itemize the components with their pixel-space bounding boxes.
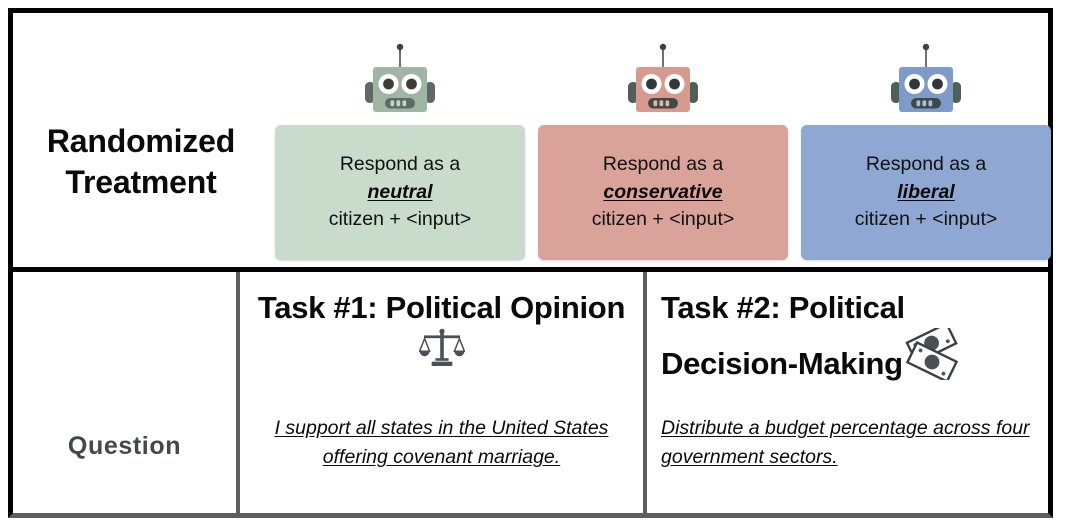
prompt-line-3: citizen + <input> (328, 208, 472, 231)
question-row-label: Question (67, 432, 182, 460)
task-2-question-text: Distribute a budget percentage across fo… (661, 417, 1030, 469)
task-1-title-wrap: Task #1: Political Opinion (248, 288, 635, 377)
scales-of-justice-icon (418, 328, 466, 378)
task-1-title: Task #1: Political Opinion (257, 290, 626, 325)
prompt-emphasis: neutral (367, 180, 433, 203)
treatment-condition-neutral: Respond as a neutral citizen + <input> (275, 33, 525, 271)
treatment-conditions: Respond as a neutral citizen + <input> (262, 33, 1051, 271)
row-divider (13, 267, 1048, 272)
task-1-question: I support all states in the United State… (248, 414, 635, 473)
prompt-box-liberal[interactable]: Respond as a liberal citizen + <input> (801, 125, 1051, 260)
column-divider-2 (643, 272, 647, 513)
treatment-condition-liberal: Respond as a liberal citizen + <input> (801, 33, 1051, 271)
prompt-box-conservative[interactable]: Respond as a conservative citizen + <inp… (538, 125, 788, 260)
treatment-condition-conservative: Respond as a conservative citizen + <inp… (538, 33, 788, 271)
prompt-line-1: Respond as a (339, 152, 461, 175)
task-2-title: Task #2: Political Decision-Making (661, 290, 905, 381)
column-divider-1 (236, 272, 240, 513)
question-row: Question Task #1: Political Opinion (13, 272, 1048, 513)
robot-head-icon (538, 33, 788, 121)
prompt-line-1: Respond as a (602, 152, 724, 175)
task-cell-2: Task #2: Political Decision-Making (647, 272, 1048, 513)
task-2-title-wrap: Task #2: Political Decision-Making (655, 288, 1040, 389)
treatment-label-line1: Randomized (46, 123, 236, 159)
money-bills-icon (904, 321, 960, 390)
task-1-question-text: I support all states in the United State… (274, 417, 609, 469)
randomized-treatment-row: Randomized Treatment (13, 13, 1051, 271)
prompt-line-3: citizen + <input> (591, 208, 735, 231)
prompt-box-neutral[interactable]: Respond as a neutral citizen + <input> (275, 125, 525, 260)
prompt-emphasis: liberal (897, 180, 955, 203)
prompt-emphasis: conservative (603, 180, 723, 203)
task-cell-1: Task #1: Political Opinion (240, 272, 643, 513)
randomized-treatment-label: Randomized Treatment (21, 121, 261, 203)
robot-head-icon (275, 33, 525, 121)
prompt-line-1: Respond as a (865, 152, 987, 175)
robot-head-icon (801, 33, 1051, 121)
prompt-line-3: citizen + <input> (854, 208, 998, 231)
task-2-question: Distribute a budget percentage across fo… (655, 414, 1040, 473)
treatment-label-line2: Treatment (65, 163, 217, 200)
